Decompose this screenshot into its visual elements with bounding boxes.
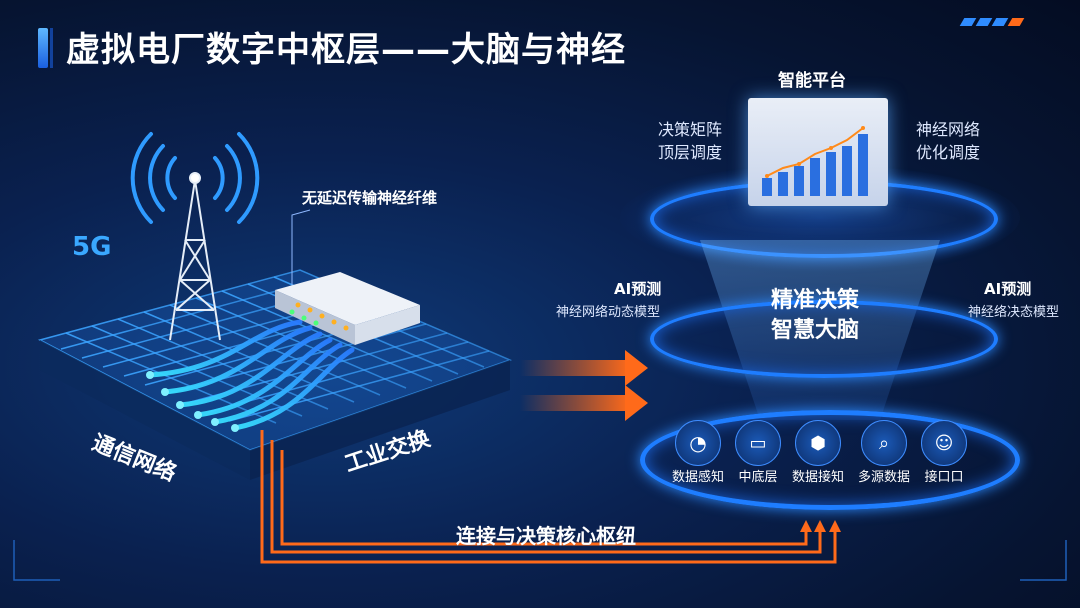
label-5g: 5G <box>72 232 112 262</box>
arrow-up-icon <box>800 520 841 532</box>
fiber-endpoints <box>146 371 239 432</box>
title-accent-bar <box>38 28 48 68</box>
platform-dashboard <box>748 98 888 206</box>
fiber-bundle <box>147 319 355 431</box>
ai-forecast-left-title: AI预测 <box>614 280 662 298</box>
middle-ring <box>650 300 998 378</box>
bottom-ring <box>640 410 1020 510</box>
magnifier-icon: ⌕ <box>861 420 907 466</box>
bottom-connector <box>260 430 837 564</box>
ai-forecast-right-title: AI预测 <box>984 280 1032 298</box>
title-accent-bar-thin <box>50 28 53 68</box>
capability-item: ◔ 数据感知 <box>672 420 724 485</box>
arrow-right-icon <box>520 350 648 421</box>
capability-item: ▭ 中底层 <box>735 420 781 485</box>
fiber-label: 无延迟传输神经纤维 <box>302 189 438 207</box>
capability-item: ☺ 接口口 <box>921 420 967 485</box>
cube-icon: ⬢ <box>795 420 841 466</box>
ai-forecast-right-sub: 神经络决态模型 <box>968 305 1060 320</box>
page-title: 虚拟电厂数字中枢层——大脑与神经 <box>66 30 626 70</box>
ai-forecast-left-sub: 神经网络动态模型 <box>556 305 661 320</box>
capability-item: ⬢ 数据接知 <box>792 420 844 485</box>
corner-decoration <box>13 540 1067 581</box>
agent-icon: ☺ <box>921 420 967 466</box>
monitor-icon: ▭ <box>735 420 781 466</box>
capability-item: ⌕ 多源数据 <box>858 420 910 485</box>
center-caption: 精准决策智慧大脑 <box>770 288 859 343</box>
platform-label: 智能平台 <box>778 71 846 91</box>
bar-chart-icon <box>762 126 868 196</box>
neural-network-label: 神经网络优化调度 <box>916 120 981 162</box>
capability-icons: ◔ 数据感知 ▭ 中底层 ⬢ 数据接知 ⌕ 多源数据 ☺ 接口口 <box>672 420 967 485</box>
fiber-callout-line <box>291 209 311 285</box>
bottom-caption: 连接与决策核心枢纽 <box>456 524 636 548</box>
decision-matrix-label: 决策矩阵顶层调度 <box>658 120 723 162</box>
signal-waves-icon <box>130 132 260 224</box>
tower-icon <box>169 172 221 341</box>
industrial-switch-icon <box>275 272 420 345</box>
dish-icon: ◔ <box>675 420 721 466</box>
